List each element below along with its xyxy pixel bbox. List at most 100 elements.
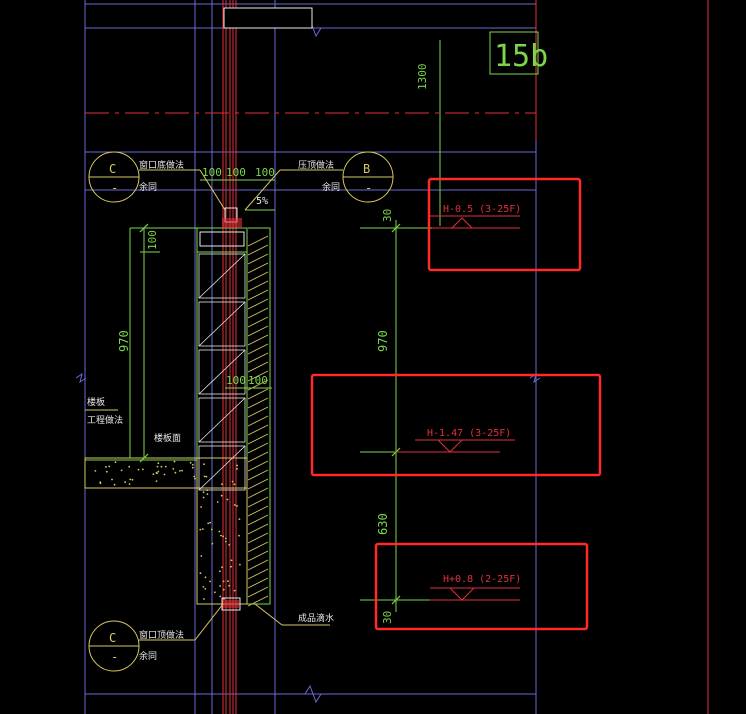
concrete-stipple-dot <box>191 463 194 466</box>
concrete-stipple-dot <box>189 461 192 464</box>
top-frame-box <box>223 7 313 29</box>
concrete-stipple-dot <box>137 468 140 471</box>
insulation-hatch-line <box>247 271 269 283</box>
insulation-hatch-line <box>247 235 269 247</box>
concrete-stipple-dot <box>164 465 167 468</box>
block-diagonal <box>198 349 246 395</box>
insulation-hatch-line <box>247 487 269 499</box>
concrete-stipple-dot <box>131 478 134 481</box>
callout-c-bottom-sub: - <box>111 650 118 664</box>
block-cell <box>198 445 246 491</box>
note-bottom-mid: 成品滴水 <box>298 612 334 624</box>
concrete-stipple-dot <box>111 478 113 481</box>
block-cell <box>198 349 246 395</box>
insulation-hatch-line <box>247 451 269 463</box>
concrete-stipple-dot <box>152 473 155 476</box>
concrete-stipple-dot <box>238 534 240 537</box>
dim-100-mid-b: 100 <box>248 374 268 387</box>
note-top-right-1: 压顶做法 <box>298 159 334 171</box>
concrete-stipple-dot <box>231 480 234 483</box>
insulation-hatch-line <box>247 442 269 454</box>
concrete-stipple-dot <box>202 586 205 588</box>
concrete-stipple-dot <box>219 570 221 573</box>
concrete-stipple-dot <box>207 522 210 525</box>
concrete-stipple-dot <box>174 471 177 474</box>
concrete-stipple-dot <box>199 572 202 575</box>
concrete-stipple-dot <box>221 483 223 486</box>
concrete-stipple-dot <box>172 468 175 470</box>
concrete-stipple-dot <box>160 465 163 468</box>
dim-970-right: 970 <box>376 330 390 352</box>
concrete-stipple-dot <box>200 555 203 557</box>
insulation-hatch-line <box>247 289 269 301</box>
concrete-stipple-dot <box>142 468 144 471</box>
concrete-stipple-dot <box>129 478 132 481</box>
concrete-stipple-dot <box>233 504 236 506</box>
floor-slab <box>84 457 248 605</box>
insulation-hatch-line <box>247 316 269 328</box>
note-top-right-2: 余同 <box>322 181 340 193</box>
concrete-stipple-dot <box>228 544 231 546</box>
insulation-hatch-line <box>247 370 269 382</box>
block-cell <box>198 397 246 443</box>
concrete-stipple-dot <box>108 465 111 468</box>
insulation-hatch-line <box>247 253 269 265</box>
concrete-stipple-dot <box>219 585 222 587</box>
callout-circles <box>85 151 394 672</box>
concrete-stipple-dot <box>236 467 238 470</box>
insulation-hatch-line <box>247 532 269 544</box>
concrete-stipple-dot <box>233 589 236 592</box>
concrete-stipple-dot <box>226 498 229 501</box>
insulation-hatch-line <box>247 397 269 409</box>
concrete-stipple-dot <box>233 483 236 486</box>
block-cell <box>198 301 246 347</box>
insulation-hatch-line <box>247 505 269 517</box>
window-frame-lines <box>222 0 237 714</box>
dim-30-bottom: 30 <box>381 611 394 624</box>
elevation-label-2: H-1.47 (3-25F) <box>427 428 511 439</box>
concrete-stipple-dot <box>214 591 216 594</box>
insulation-hatch-line <box>247 325 269 337</box>
insulation-hatch-line <box>247 244 269 256</box>
block-hatch <box>198 253 246 491</box>
concrete-stipple-dot <box>218 530 221 533</box>
note-left-mid-1: 楼板 <box>87 396 105 408</box>
dim-100-a: 100 <box>202 166 222 179</box>
concrete-stipple-dot <box>220 534 222 537</box>
insulation-hatch-line <box>247 550 269 562</box>
concrete-stipple-dot <box>194 477 196 480</box>
concrete-stipple-dot <box>210 528 213 531</box>
callout-c-top-letter: C <box>109 162 116 176</box>
insulation-hatch-line <box>247 334 269 346</box>
callout-c-bottom-letter: C <box>109 631 116 645</box>
concrete-stipple-dot <box>203 598 205 600</box>
insulation-hatch-line <box>247 415 269 427</box>
sheet-tag: 15b <box>494 39 548 74</box>
slope-label: 5% <box>256 196 268 207</box>
concrete-stipple-dot <box>220 494 223 497</box>
insulation-hatch-line <box>247 433 269 445</box>
highlight-box-1[interactable] <box>427 177 582 272</box>
concrete-stipple-dot <box>230 565 233 568</box>
concrete-stipple-dot <box>155 472 158 474</box>
block-diagonal <box>198 301 246 347</box>
highlight-box-3[interactable] <box>374 542 589 631</box>
concrete-stipple-dot <box>114 461 117 464</box>
dim-100-left: 100 <box>146 230 159 250</box>
dim-970-left: 970 <box>117 330 131 352</box>
note-top-left-2: 余同 <box>139 181 157 193</box>
concrete-stipple-dot <box>203 463 205 466</box>
concrete-stipple-dot <box>99 482 102 485</box>
insulation-hatch-line <box>247 478 269 490</box>
concrete-stipple-dot <box>239 563 241 566</box>
concrete-stipple-dot <box>205 475 208 478</box>
concrete-stipple-dot <box>155 480 158 482</box>
insulation-hatch-line <box>247 523 269 535</box>
insulation-hatch-line <box>247 559 269 571</box>
highlight-box-2[interactable] <box>310 373 602 477</box>
concrete-stipple-dot <box>200 506 203 508</box>
insulation-hatch-line <box>247 586 269 598</box>
concrete-stipple-dot <box>199 528 202 531</box>
